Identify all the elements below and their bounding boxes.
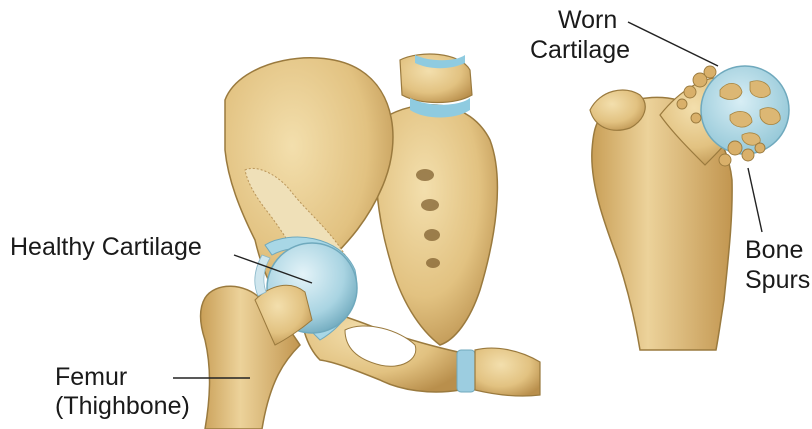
label-healthy-cartilage: Healthy Cartilage	[10, 233, 202, 262]
leader-line-bone-spurs	[748, 168, 762, 232]
label-cartilage: Cartilage	[530, 36, 630, 65]
pubic-symphysis	[457, 350, 475, 392]
label-bone: Bone	[745, 236, 803, 265]
healthy-hip-illustration	[200, 54, 540, 429]
leader-line-worn-cartilage	[628, 22, 718, 66]
label-femur: Femur	[55, 363, 127, 392]
pubis-right	[475, 348, 540, 396]
label-thighbone: (Thighbone)	[55, 392, 190, 421]
label-spurs: Spurs	[745, 266, 810, 295]
label-worn: Worn	[558, 6, 617, 35]
arthritic-femur-illustration	[590, 66, 789, 350]
